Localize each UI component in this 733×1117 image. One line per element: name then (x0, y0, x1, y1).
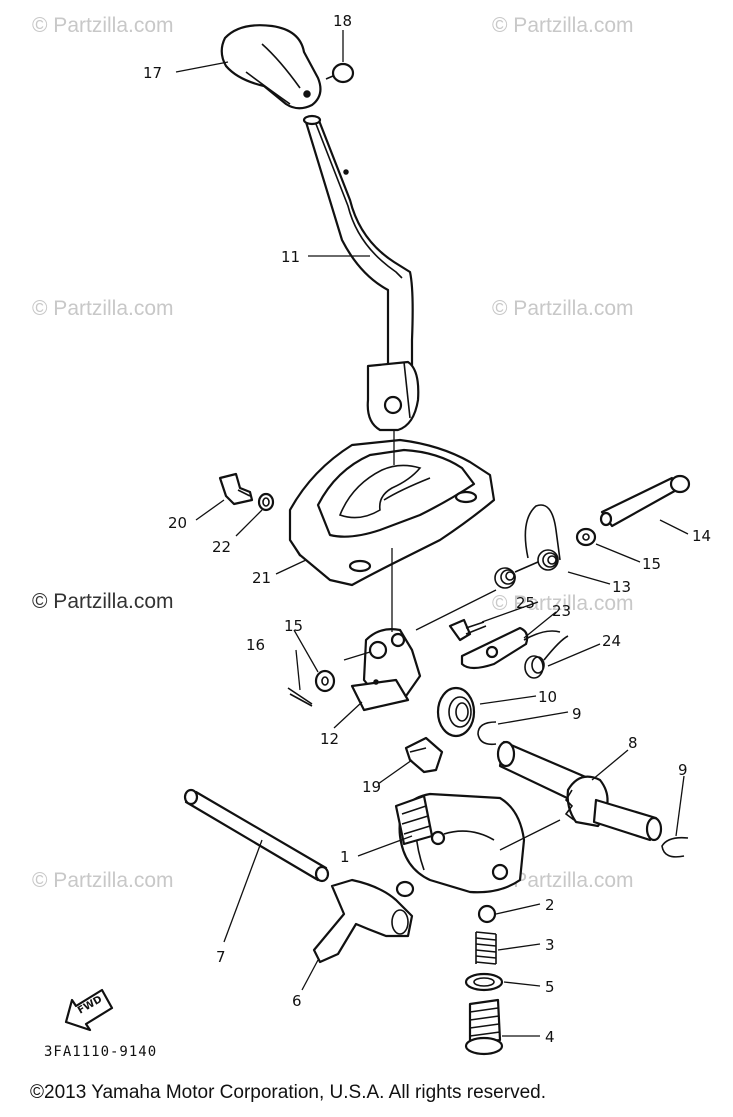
callout-9-upper: 9 (572, 705, 582, 723)
watermark: © Partzilla.com (492, 869, 634, 892)
callout-19: 19 (362, 778, 381, 796)
callout-18: 18 (333, 12, 352, 30)
callout-7: 7 (216, 948, 226, 966)
callout-13: 13 (612, 578, 631, 596)
part-20-bolt (218, 472, 254, 506)
part-6-shift-fork (312, 878, 415, 964)
callout-20: 20 (168, 514, 187, 532)
watermark: © Partzilla.com (32, 869, 174, 892)
callout-11: 11 (281, 248, 300, 266)
part-1-shift-drum (394, 792, 526, 894)
callout-5: 5 (545, 978, 555, 996)
part-16-cotter-pin (287, 687, 313, 707)
part-22-washer (257, 492, 275, 512)
callout-23: 23 (552, 602, 571, 620)
callout-12: 12 (320, 730, 339, 748)
part-4-plug (464, 998, 504, 1056)
part-25-bolt (448, 618, 487, 642)
watermark-prominent: © Partzilla.com (32, 590, 174, 613)
part-10-oil-seal (436, 686, 476, 738)
part-7-guide-bar (183, 788, 330, 883)
part-13-torsion-spring (494, 504, 561, 589)
part-17-shift-knob (220, 24, 322, 110)
part-12-shift-arm (350, 628, 422, 712)
callout-3: 3 (545, 936, 555, 954)
leader-lines (175, 30, 689, 1037)
callout-9-lower: 9 (678, 761, 688, 779)
part-18-screw (325, 62, 355, 84)
part-19-bolt (404, 736, 444, 774)
callout-17: 17 (143, 64, 162, 82)
watermark: © Partzilla.com (492, 592, 634, 615)
part-9-circlip-upper (477, 721, 497, 746)
part-11-shift-lever (302, 114, 420, 432)
part-5-washer (464, 972, 504, 992)
watermark: © Partzilla.com (492, 297, 634, 320)
callout-10: 10 (538, 688, 557, 706)
part-15-washer-upper (575, 527, 597, 547)
part-3-spring (475, 931, 497, 965)
callout-1: 1 (340, 848, 350, 866)
part-9-circlip-lower (661, 836, 689, 858)
watermark: © Partzilla.com (32, 297, 174, 320)
part-15-washer-lower (314, 669, 336, 693)
callout-6: 6 (292, 992, 302, 1010)
part-8-shift-shaft (496, 740, 663, 842)
diagram-code: 3FA1110-9140 (44, 1044, 158, 1060)
callout-15-lower: 15 (284, 617, 303, 635)
callout-4: 4 (545, 1028, 555, 1046)
part-2-ball (477, 904, 497, 924)
callout-16: 16 (246, 636, 265, 654)
callout-21: 21 (252, 569, 271, 587)
callout-labels: 17 18 11 20 22 21 14 15 13 25 23 24 15 1… (143, 12, 711, 1046)
callout-2: 2 (545, 896, 555, 914)
callout-8: 8 (628, 734, 638, 752)
part-24-spring (524, 635, 569, 679)
callout-14: 14 (692, 527, 711, 545)
part-14-pivot-pin (599, 474, 691, 528)
part-21-shift-gate (288, 438, 496, 587)
part-23-stopper-plate (460, 626, 561, 670)
watermark: © Partzilla.com (492, 14, 634, 37)
watermark: © Partzilla.com (32, 14, 174, 37)
copyright-notice: ©2013 Yamaha Motor Corporation, U.S.A. A… (30, 1082, 546, 1103)
callout-22: 22 (212, 538, 231, 556)
callout-24: 24 (602, 632, 621, 650)
callout-15-upper: 15 (642, 555, 661, 573)
fwd-arrow: FWD (64, 988, 114, 1032)
callout-25: 25 (516, 594, 535, 612)
